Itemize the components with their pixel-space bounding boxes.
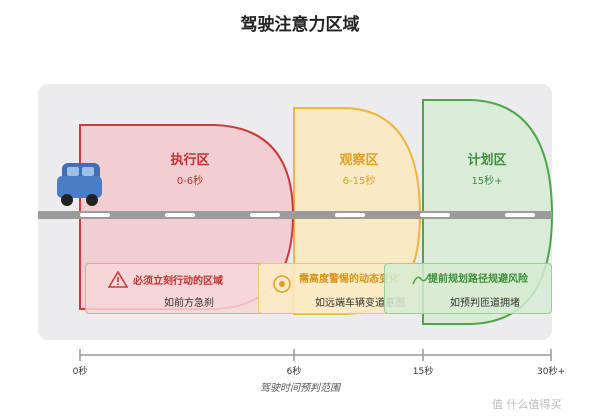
axis-tick-label: 15秒 [412,367,434,377]
observe-zone-range: 6-15秒 [342,176,376,187]
observe-card-title: 需高度警惕的动态变化 [299,274,399,285]
plan-card-title: 提前规划路径规避风险 [428,274,528,285]
exec-zone-range: 0-6秒 [176,176,204,187]
route-icon [412,273,430,285]
plan-zone-title: 计划区 [467,153,507,168]
axis-title: 驾驶时间预判范围 [260,383,340,394]
watermark: 值 什么值得买 [492,398,562,411]
exec-card-title: 必须立刻行动的区域 [133,276,223,287]
warning-icon [108,270,128,288]
exec-zone-title: 执行区 [170,153,210,168]
car-icon [57,163,102,206]
observe-card-desc: 如远端车辆变道意图 [315,298,405,309]
eye-target-icon [273,275,291,293]
axis-tick-label: 6秒 [286,367,302,377]
axis-tick-label: 0秒 [72,367,88,377]
page-title: 驾驶注意力区域 [240,15,360,35]
plan-zone-range: 15秒+ [471,176,503,187]
road-dashes [80,213,535,217]
exec-card-desc: 如前方急刹 [164,298,214,309]
observe-zone-title: 观察区 [339,153,379,168]
plan-card-desc: 如预判匝道拥堵 [450,298,520,309]
plan-card [384,263,552,314]
axis-tick-label: 30秒+ [537,367,565,377]
road [38,211,552,219]
